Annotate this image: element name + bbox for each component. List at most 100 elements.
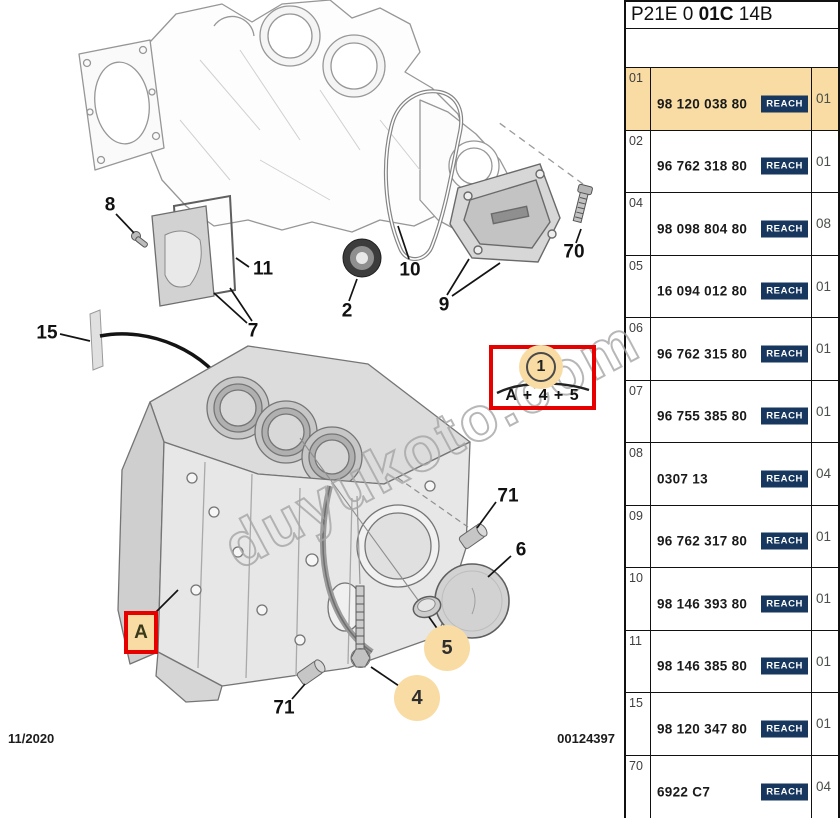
zone-a-label: A	[134, 621, 148, 643]
row-qty-cell: 01	[811, 68, 838, 130]
ref-number: 70	[629, 758, 643, 773]
row-ref-cell: 02	[626, 130, 651, 192]
part-number: 96 762 315 80	[657, 346, 748, 362]
part-number: 98 098 804 80	[657, 221, 748, 237]
part-8-bolt	[131, 231, 148, 248]
row-qty-cell: 04	[811, 443, 838, 505]
part-2-seal	[342, 238, 382, 278]
reach-button[interactable]: REACH	[761, 157, 808, 175]
quantity: 04	[816, 466, 832, 482]
ref-number: 10	[629, 571, 643, 585]
row-ref-cell: 09	[626, 505, 651, 567]
diagram-label-4: 4	[394, 675, 440, 721]
part-number: 98 120 347 80	[657, 721, 748, 737]
table-row[interactable]: 07 96 755 385 80 REACH 01	[626, 380, 838, 443]
ref-number: 02	[629, 133, 643, 148]
table-row[interactable]: 06 96 762 315 80 REACH 01	[626, 318, 838, 381]
reach-button[interactable]: REACH	[761, 657, 808, 675]
row-part-cell: 98 146 385 80 REACH	[651, 631, 811, 693]
code-suffix: 14B	[733, 3, 773, 25]
main-engine-block	[117, 345, 471, 703]
table-row[interactable]: 01 98 120 038 80 REACH 01	[626, 68, 838, 131]
table-row[interactable]: 09 96 762 317 80 REACH 01	[626, 505, 838, 568]
table-row[interactable]: 08 0307 13 REACH 04	[626, 443, 838, 506]
ref-number: 04	[629, 196, 643, 210]
part-71-lower-dowel	[296, 659, 326, 685]
reach-button[interactable]: REACH	[761, 282, 808, 300]
part-number: 16 094 012 80	[657, 283, 748, 299]
quantity: 01	[816, 278, 832, 294]
reach-button[interactable]: REACH	[761, 345, 808, 363]
panel-spacer-row	[626, 29, 838, 68]
part-number: 96 762 318 80	[657, 158, 748, 174]
reach-button[interactable]: REACH	[761, 720, 808, 738]
reach-button[interactable]: REACH	[761, 783, 808, 801]
row-qty-cell: 01	[811, 693, 838, 755]
quantity: 08	[816, 216, 832, 232]
reach-button[interactable]: REACH	[761, 407, 808, 425]
row-part-cell: 98 120 347 80 REACH	[651, 693, 811, 755]
diagram-label-5: 5	[424, 625, 470, 671]
part-number: 98 120 038 80	[657, 96, 748, 112]
leader-lines	[59, 213, 582, 700]
ref-number: 06	[629, 321, 643, 335]
table-row[interactable]: 02 96 762 318 80 REACH 01	[626, 130, 838, 193]
diagram-number: 00124397	[557, 731, 615, 746]
construction-lines	[299, 437, 469, 601]
ref-number: 07	[629, 383, 643, 398]
part-number: 0307 13	[657, 471, 708, 487]
row-part-cell: 96 762 317 80 REACH	[651, 506, 811, 568]
quantity: 01	[816, 653, 832, 669]
quantity: 01	[816, 153, 832, 169]
diagram-label-15: 15	[36, 322, 58, 344]
diagram-label-9: 9	[438, 294, 450, 316]
ref-number: 05	[629, 258, 643, 273]
row-qty-cell: 01	[811, 630, 838, 692]
row-ref-cell: 70	[626, 755, 651, 818]
diagram-label-2: 2	[341, 300, 353, 322]
table-row[interactable]: 70 6922 C7 REACH 04	[626, 755, 838, 818]
row-qty-cell: 04	[811, 755, 838, 818]
reach-button[interactable]: REACH	[761, 95, 808, 113]
table-row[interactable]: 10 98 146 393 80 REACH 01	[626, 568, 838, 631]
table-row[interactable]: 05 16 094 012 80 REACH 01	[626, 255, 838, 318]
row-ref-cell: 05	[626, 255, 651, 317]
part-10-gasket	[383, 89, 464, 261]
table-row[interactable]: 15 98 120 347 80 REACH 01	[626, 693, 838, 756]
diagram-date: 11/2020	[8, 731, 55, 746]
row-qty-cell: 01	[811, 318, 838, 380]
reach-button[interactable]: REACH	[761, 595, 808, 613]
parts-table-panel: P21E 0 01C 14B 01 98 120 038 80 REACH 01…	[624, 0, 840, 818]
table-row[interactable]: 04 98 098 804 80 REACH 08	[626, 193, 838, 256]
row-ref-cell: 07	[626, 380, 651, 442]
row-ref-cell: 10	[626, 568, 651, 630]
quantity: 01	[816, 591, 832, 607]
row-ref-cell: 15	[626, 693, 651, 755]
reach-button[interactable]: REACH	[761, 470, 808, 488]
code-prefix: P21E 0	[631, 3, 699, 25]
quantity: 04	[816, 779, 832, 795]
row-qty-cell: 01	[811, 380, 838, 442]
part-71-upper-dowel	[458, 523, 488, 549]
quantity: 01	[816, 716, 832, 732]
callout-number: 1	[536, 358, 546, 375]
part-70-bolt	[572, 183, 593, 224]
row-part-cell: 0307 13 REACH	[651, 443, 811, 505]
diagram-label-8: 8	[104, 194, 116, 216]
diagram-label-6: 6	[515, 539, 527, 561]
quantity: 01	[816, 403, 832, 419]
row-qty-cell: 01	[811, 130, 838, 192]
ref-number: 01	[629, 71, 643, 85]
row-qty-cell: 01	[811, 505, 838, 567]
row-qty-cell: 08	[811, 193, 838, 255]
callout-highlight-circle: 1	[519, 345, 563, 389]
reach-button[interactable]: REACH	[761, 532, 808, 550]
part-5-cap	[412, 595, 442, 619]
upper-block-texture	[179, 49, 421, 201]
table-row[interactable]: 11 98 146 385 80 REACH 01	[626, 630, 838, 693]
part-4-bolt	[350, 585, 371, 668]
reach-button[interactable]: REACH	[761, 220, 808, 238]
diagram-label-70: 70	[563, 241, 585, 263]
part-number: 6922 C7	[657, 784, 711, 800]
